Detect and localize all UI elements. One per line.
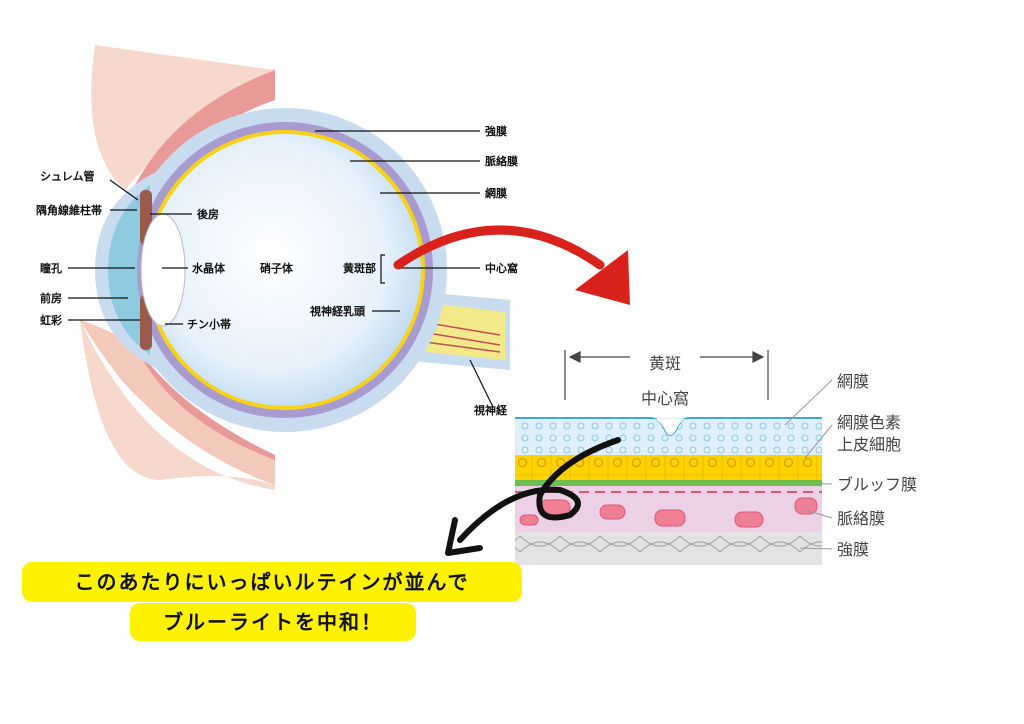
detail-label-rpe-2: 上皮細胞 bbox=[837, 435, 901, 454]
detail-label-retina: 網膜 bbox=[837, 372, 869, 391]
label-trabecular: 隅角線維柱帯 bbox=[36, 203, 102, 217]
detail-label-macula: 黄斑 bbox=[649, 354, 681, 373]
eye-labels: 強膜 脈絡膜 網膜 シュレム管 隅角線維柱帯 後房 瞳孔 水晶体 硝子体 黄斑部… bbox=[36, 124, 518, 331]
label-anterior-chamber: 前房 bbox=[40, 291, 62, 305]
label-schlemm: シュレム管 bbox=[40, 169, 95, 183]
detail-label-fovea: 中心窩 bbox=[641, 389, 689, 408]
label-optic-nerve: 視神経 bbox=[473, 403, 508, 417]
callout-line-1: このあたりにいっぱいルテインが並んで bbox=[22, 562, 522, 602]
label-iris: 虹彩 bbox=[40, 313, 62, 327]
label-posterior-chamber: 後房 bbox=[197, 207, 219, 221]
leader-lines bbox=[68, 130, 493, 406]
layer-sclera bbox=[515, 532, 822, 565]
red-arrow bbox=[393, 225, 630, 305]
black-arrow bbox=[445, 437, 621, 556]
detail-label-sclera: 強膜 bbox=[837, 540, 869, 559]
label-retina: 網膜 bbox=[485, 186, 507, 200]
label-macula: 黄斑部 bbox=[343, 261, 376, 275]
detail-label-rpe-1: 網膜色素 bbox=[837, 413, 901, 432]
label-choroid: 脈絡膜 bbox=[485, 154, 518, 168]
layer-bruch bbox=[515, 480, 822, 486]
label-sclera: 強膜 bbox=[485, 124, 507, 138]
label-lens: 水晶体 bbox=[192, 261, 226, 275]
label-optic-disc: 視神経乳頭 bbox=[309, 304, 366, 318]
callout-line-2: ブルーライトを中和！ bbox=[130, 603, 416, 641]
label-pupil: 瞳孔 bbox=[40, 261, 62, 275]
label-fovea: 中心窩 bbox=[485, 261, 518, 275]
detail-label-bruch: ブルッフ膜 bbox=[837, 475, 917, 494]
label-zonule: チン小帯 bbox=[187, 317, 231, 331]
label-vitreous: 硝子体 bbox=[260, 261, 294, 275]
detail-label-choroid: 脈絡膜 bbox=[837, 509, 885, 528]
